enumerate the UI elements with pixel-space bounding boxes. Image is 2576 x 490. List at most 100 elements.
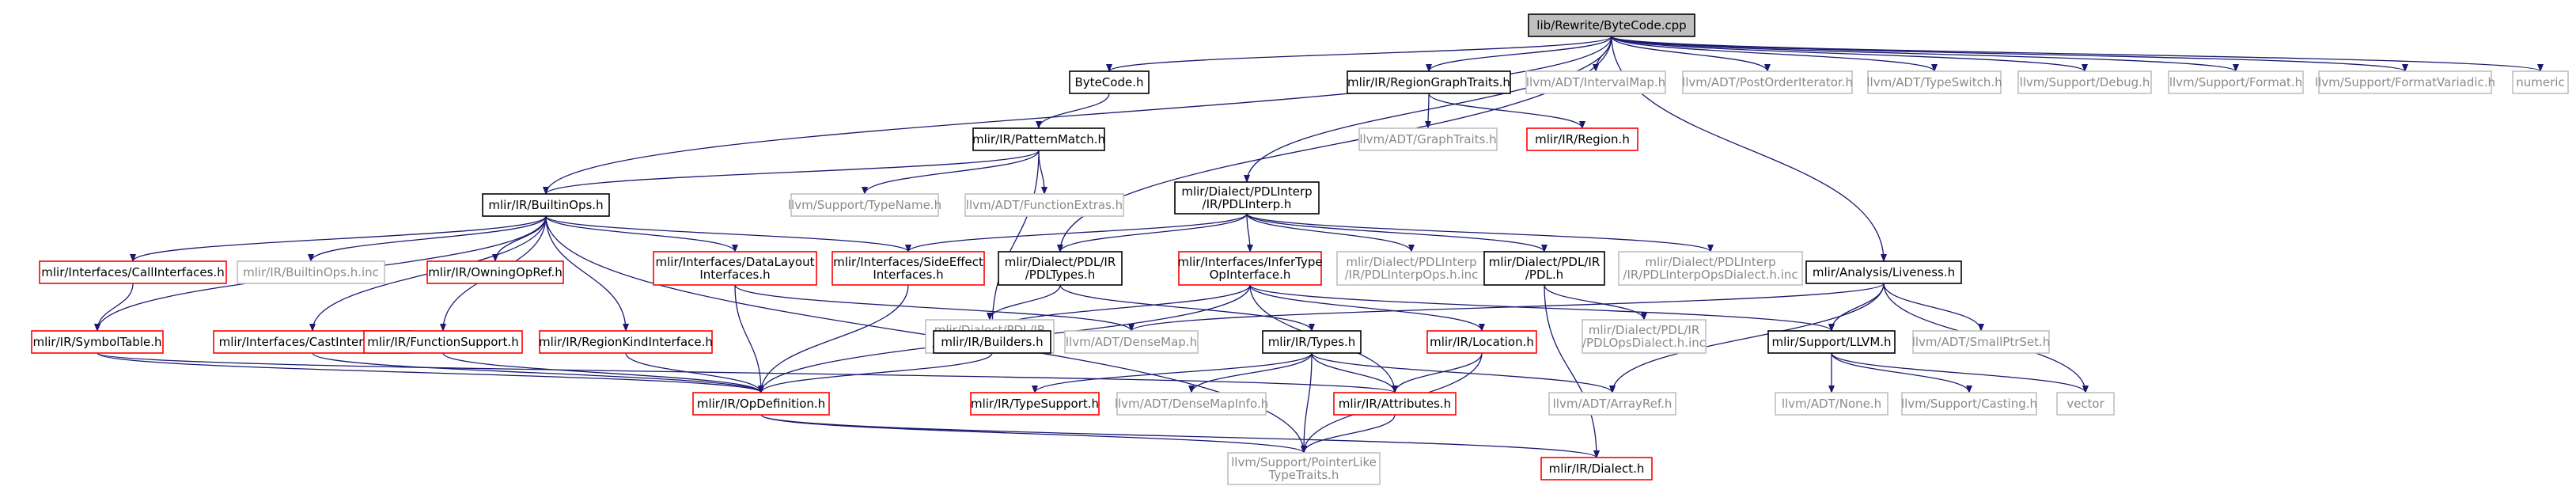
dependency-edge xyxy=(1249,284,1835,332)
file-node-typename: llvm/Support/TypeName.h xyxy=(788,193,941,217)
file-node-callinterfaces[interactable]: mlir/Interfaces/CallInterfaces.h xyxy=(39,260,227,284)
dependency-edge xyxy=(1311,352,1398,393)
file-node-attributes[interactable]: mlir/IR/Attributes.h xyxy=(1333,392,1457,416)
file-node-regiongraph[interactable]: mlir/IR/RegionGraphTraits.h xyxy=(1347,70,1511,94)
dependency-edges xyxy=(94,36,2544,458)
edge-bytecode-h-to-patternmatch xyxy=(1036,93,1110,129)
edge-root-to-regiongraph xyxy=(1426,36,1612,72)
edge-symboltable-to-opdefinition xyxy=(97,352,764,393)
dependency-edge xyxy=(1611,36,2239,72)
node-label: mlir/IR/Location.h xyxy=(1430,335,1534,349)
node-label: mlir/IR/Types.h xyxy=(1268,335,1356,349)
node-box xyxy=(933,330,1051,354)
dependency-edge xyxy=(1544,284,1600,458)
file-node-root[interactable]: lib/Rewrite/ByteCode.cpp xyxy=(1528,13,1695,37)
dependency-edge xyxy=(760,414,1307,454)
edge-sideeffect-to-opdefinition xyxy=(758,284,909,393)
file-node-dialect[interactable]: mlir/IR/Dialect.h xyxy=(1540,457,1653,481)
node-label: OpInterface.h xyxy=(1210,268,1291,282)
edge-pdlinterp-to-pdlinterpdialect-inc xyxy=(1246,213,1714,253)
edge-callinterfaces-to-symboltable xyxy=(94,283,134,332)
file-node-owningopref[interactable]: mlir/IR/OwningOpRef.h xyxy=(426,260,564,284)
edge-pdlinterp-to-pdlinterpops-inc xyxy=(1246,213,1415,253)
file-node-types[interactable]: mlir/IR/Types.h xyxy=(1262,330,1362,354)
edge-root-to-postorder xyxy=(1611,36,1771,72)
edge-root-to-builtinops xyxy=(543,36,1612,195)
dependency-edge xyxy=(1609,283,1885,393)
node-label: Interfaces.h xyxy=(873,268,943,282)
edge-root-to-format xyxy=(1611,36,2239,72)
node-label: mlir/Interfaces/CastInterfaces.h xyxy=(219,335,407,349)
dependency-edge xyxy=(734,284,1135,332)
edge-builtinops-to-sideeffect xyxy=(545,215,911,253)
file-node-pdl-h[interactable]: mlir/Dialect/PDL/IR/PDL.h xyxy=(1483,251,1605,286)
file-node-builders[interactable]: mlir/IR/Builders.h xyxy=(933,330,1051,354)
file-node-densemap: llvm/ADT/DenseMap.h xyxy=(1064,330,1199,354)
file-node-builtinops[interactable]: mlir/IR/BuiltinOps.h xyxy=(482,193,610,217)
node-box xyxy=(964,193,1124,217)
edge-types-to-attributes xyxy=(1311,352,1398,393)
file-node-liveness[interactable]: mlir/Analysis/Liveness.h xyxy=(1805,260,1962,284)
edge-opdefinition-to-pointerlike xyxy=(760,414,1307,454)
dependency-edge xyxy=(1425,93,1432,129)
file-node-functionextras: llvm/ADT/FunctionExtras.h xyxy=(964,193,1124,217)
edge-location-to-attributes xyxy=(1392,352,1483,393)
dependency-edge xyxy=(1057,213,1248,253)
node-label: mlir/IR/RegionGraphTraits.h xyxy=(1347,75,1510,89)
edge-pdl-h-to-dialect xyxy=(1544,284,1600,458)
node-box xyxy=(1227,452,1381,485)
edge-types-to-densemapinfo xyxy=(1188,352,1313,393)
file-node-regionkind[interactable]: mlir/IR/RegionKindInterface.h xyxy=(539,330,713,354)
node-label: llvm/Support/FormatVariadic.h xyxy=(2315,75,2495,89)
file-node-pdltypes[interactable]: mlir/Dialect/PDL/IR/PDLTypes.h xyxy=(998,251,1123,286)
file-node-location[interactable]: mlir/IR/Location.h xyxy=(1426,330,1537,354)
dependency-edge xyxy=(1311,352,1616,393)
edge-pdltypes-to-types xyxy=(1059,284,1315,332)
file-node-symboltable[interactable]: mlir/IR/SymbolTable.h xyxy=(31,330,164,354)
file-node-patternmatch[interactable]: mlir/IR/PatternMatch.h xyxy=(972,127,1105,151)
node-box xyxy=(39,260,227,284)
file-node-vector: vector xyxy=(2056,392,2115,416)
node-label: mlir/Interfaces/DataLayout xyxy=(656,255,815,269)
node-label: mlir/IR/SymbolTable.h xyxy=(32,335,161,349)
node-box xyxy=(237,260,385,284)
node-label: llvm/ADT/None.h xyxy=(1782,397,1881,411)
edge-pdlinterp-to-sideeffect xyxy=(905,213,1248,253)
node-box xyxy=(1618,251,1803,286)
dependency-edge xyxy=(543,36,1612,195)
node-label: vector xyxy=(2066,397,2104,411)
file-node-typesupport[interactable]: mlir/IR/TypeSupport.h xyxy=(970,392,1100,416)
file-node-functionsupport[interactable]: mlir/IR/FunctionSupport.h xyxy=(363,330,523,354)
dependency-edge xyxy=(545,215,738,253)
edge-functionsupport-to-opdefinition xyxy=(442,352,764,393)
file-node-bytecode-h[interactable]: ByteCode.h xyxy=(1069,70,1150,94)
file-node-pdlinterp[interactable]: mlir/Dialect/PDLInterp/IR/PDLInterp.h xyxy=(1174,181,1320,215)
file-node-region[interactable]: mlir/IR/Region.h xyxy=(1526,127,1638,151)
edge-types-to-arrayref xyxy=(1311,352,1616,393)
edge-root-to-bytecode-h xyxy=(1106,36,1612,72)
dependency-edge xyxy=(1831,352,1972,393)
file-node-opdefinition[interactable]: mlir/IR/OpDefinition.h xyxy=(692,392,830,416)
node-box xyxy=(1526,127,1638,151)
node-label: ByteCode.h xyxy=(1075,75,1144,89)
edge-patternmatch-to-functionextras xyxy=(1038,150,1047,195)
file-node-postorder: llvm/ADT/PostOrderIterator.h xyxy=(1682,70,1853,94)
dependency-edge xyxy=(543,150,1040,195)
file-node-support-llvm[interactable]: mlir/Support/LLVM.h xyxy=(1767,330,1896,354)
dependency-edge xyxy=(1244,36,1612,183)
dependency-edge xyxy=(987,284,1061,321)
edge-builtinops-to-callinterfaces xyxy=(130,215,547,262)
node-box xyxy=(1912,330,2050,354)
node-box xyxy=(482,193,610,217)
node-box xyxy=(970,392,1100,416)
node-label: mlir/Dialect/PDL/IR xyxy=(1005,255,1116,269)
edge-regiongraph-to-graphtraits xyxy=(1425,93,1432,129)
node-label: mlir/IR/BuiltinOps.h.inc xyxy=(243,265,379,279)
edge-regionkind-to-opdefinition xyxy=(625,352,764,393)
node-box xyxy=(1116,392,1267,416)
dependency-edge xyxy=(1246,213,1253,253)
